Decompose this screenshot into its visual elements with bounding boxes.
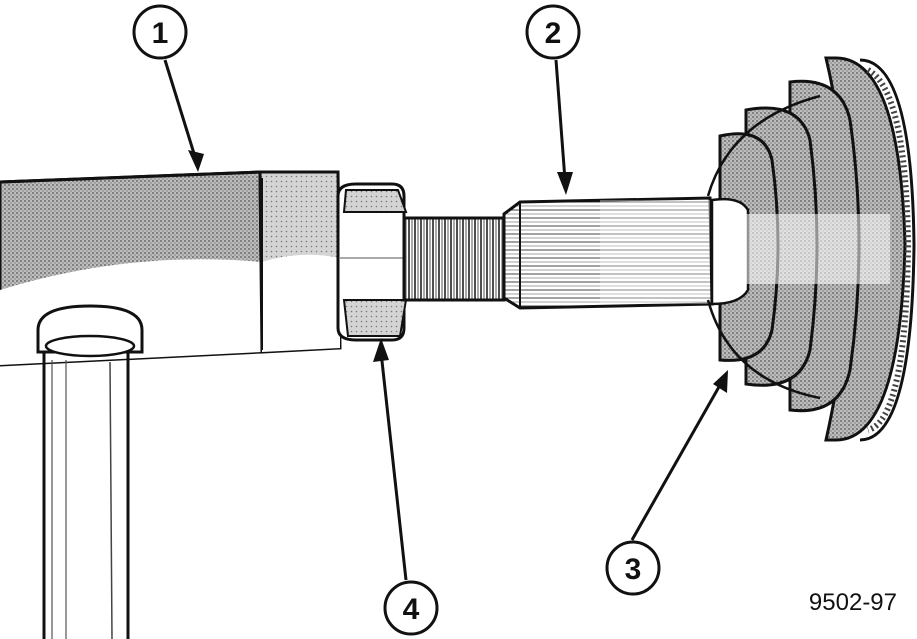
splined-shaft (502, 196, 714, 310)
callout-3-label: 3 (625, 553, 642, 586)
cv-joint (706, 56, 916, 442)
callout-3: 3 (605, 540, 661, 596)
figure-id: 9502-97 (809, 589, 897, 616)
callout-1-label: 1 (152, 17, 169, 50)
leader-lines (163, 59, 728, 581)
strut-post (36, 304, 144, 639)
hex-nut (336, 182, 408, 342)
threaded-shaft (402, 216, 506, 302)
callout-4-label: 4 (403, 593, 420, 626)
callout-4: 4 (383, 580, 439, 636)
callout-2: 2 (525, 4, 581, 60)
callout-1: 1 (132, 4, 188, 60)
callout-2-label: 2 (545, 17, 562, 50)
